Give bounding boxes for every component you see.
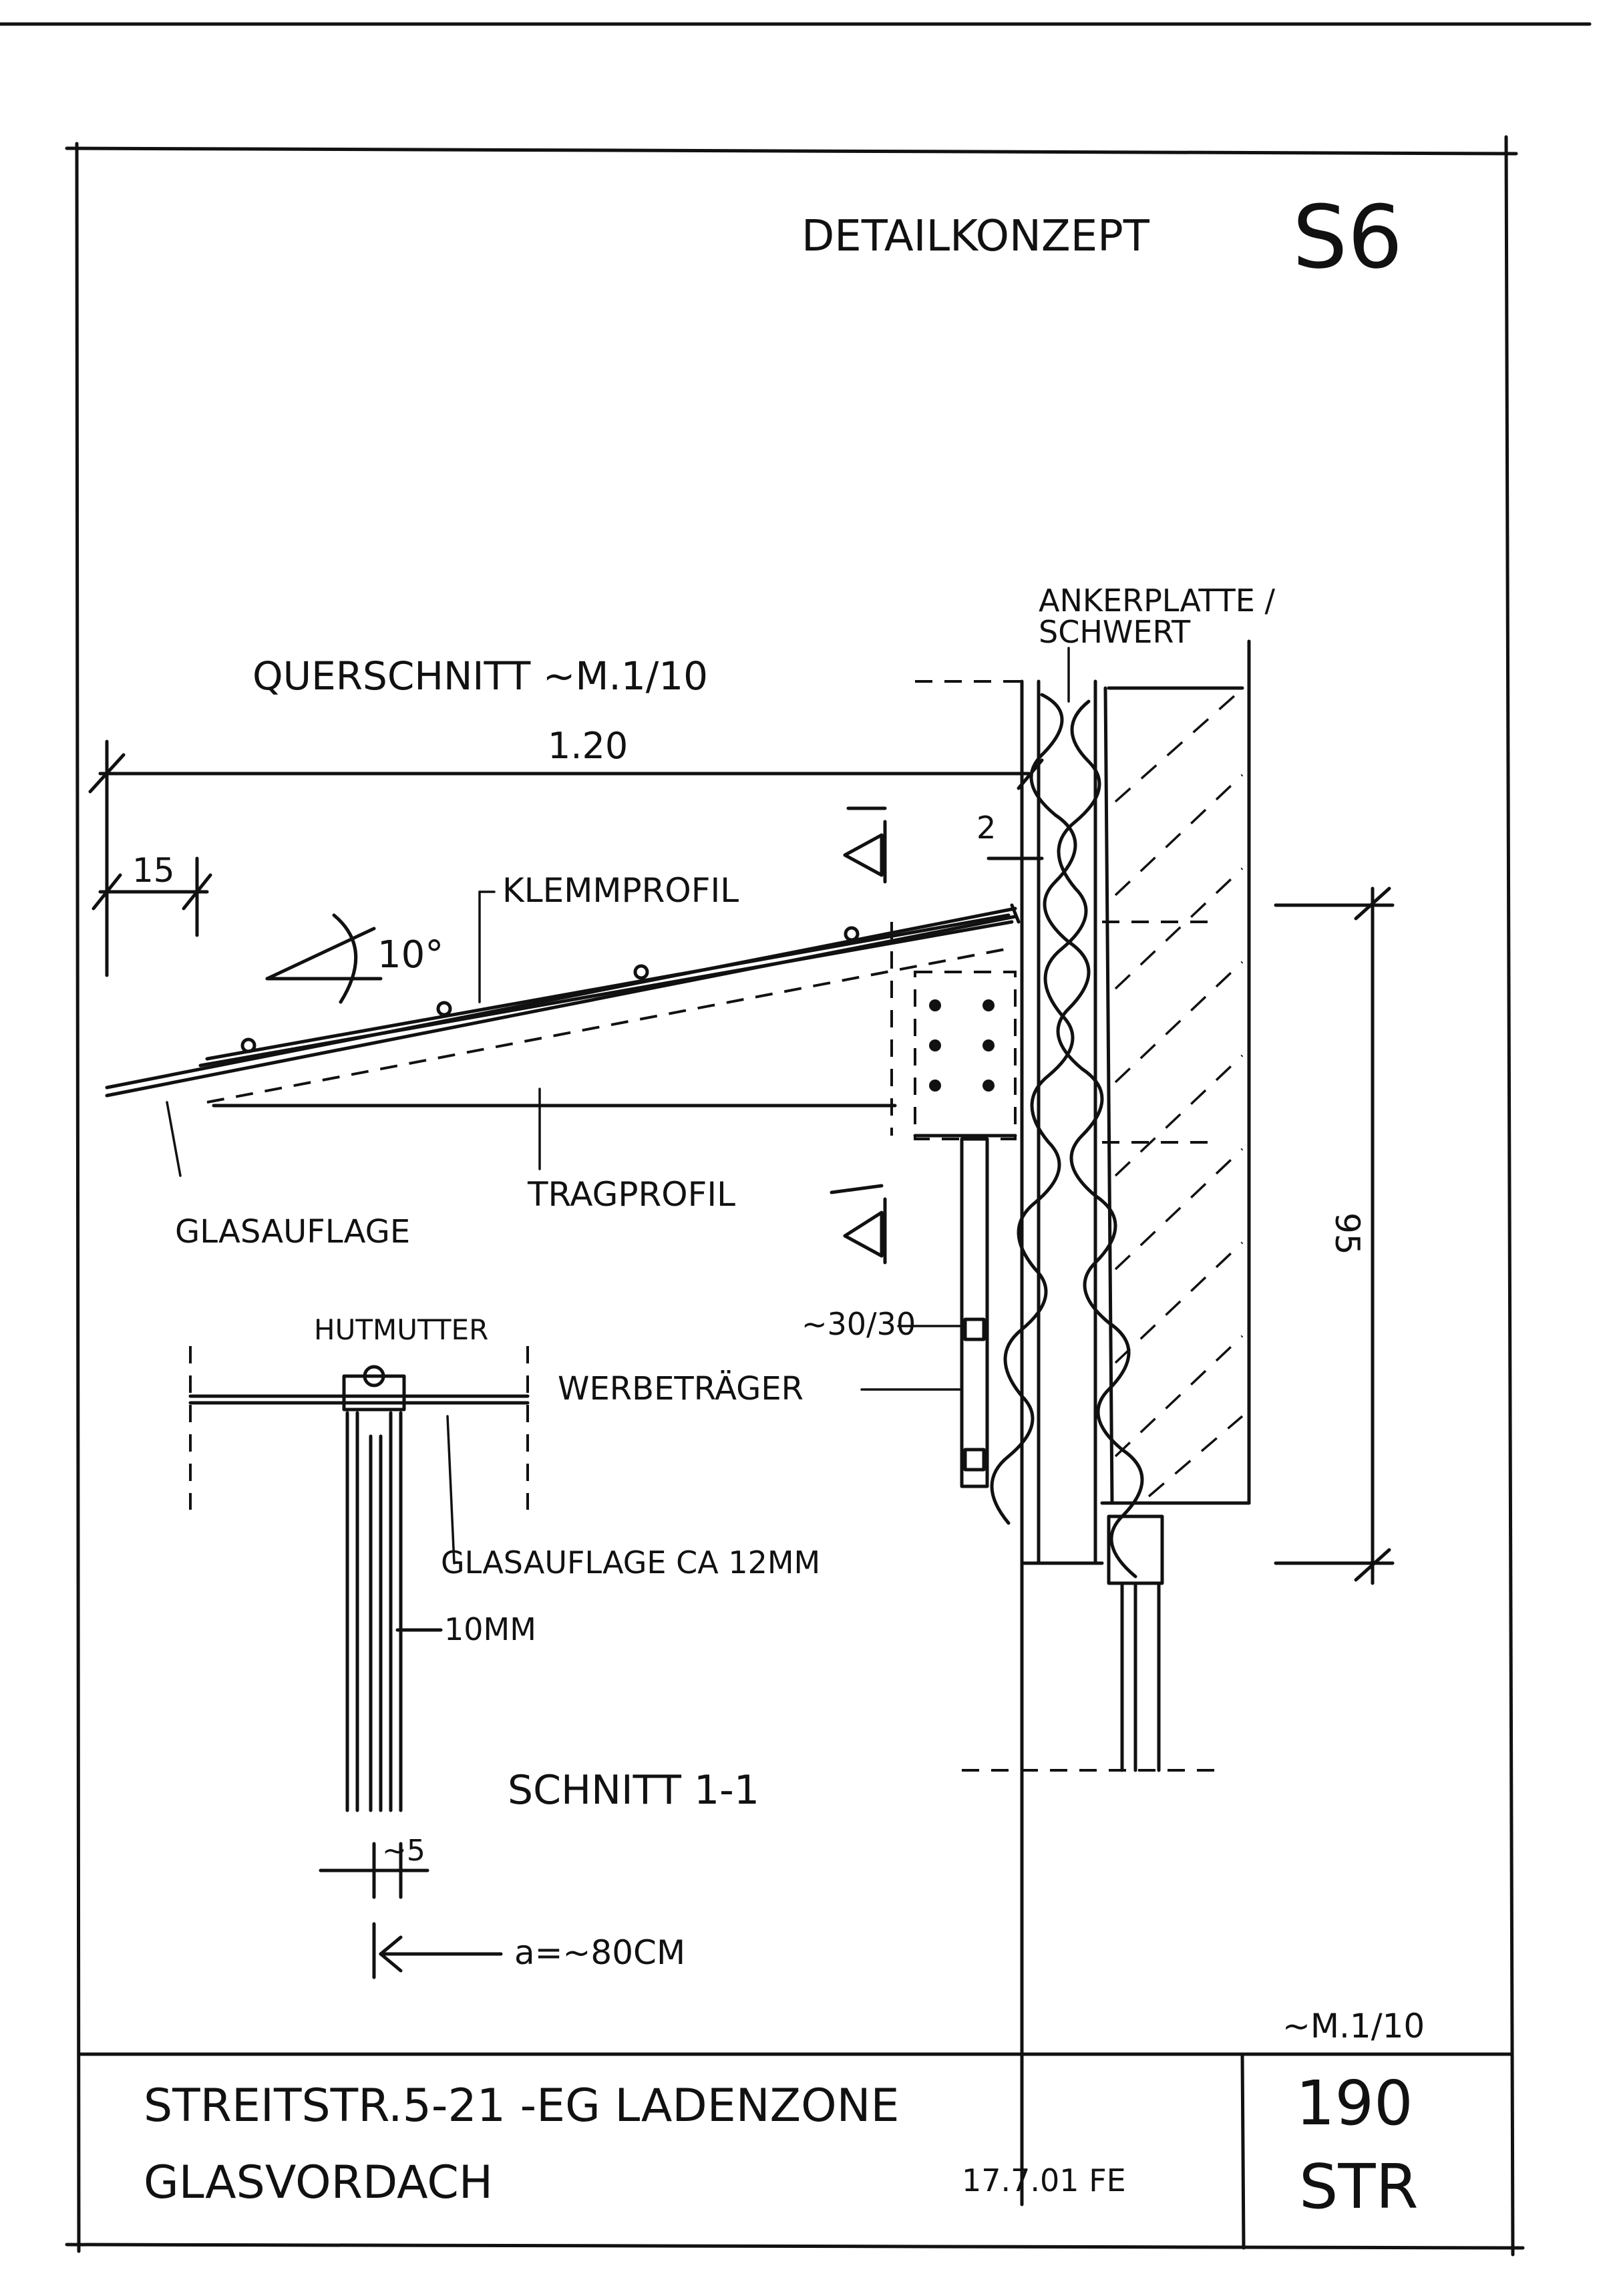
dim-height-label: 95 bbox=[1328, 1212, 1367, 1255]
glasauflage-cut-label: GLASAUFLAGE CA 12MM bbox=[441, 1544, 820, 1581]
schnitt-title: SCHNITT 1-1 bbox=[508, 1767, 759, 1814]
dimension-height bbox=[1274, 886, 1395, 1585]
klemmprofil-label: KLEMMPROFIL bbox=[502, 871, 739, 910]
title-line-2: GLASVORDACH bbox=[144, 2156, 493, 2209]
title-date: 17.7.01 FE bbox=[962, 2162, 1126, 2198]
cut-section-detail bbox=[188, 1346, 530, 1812]
wall-section bbox=[915, 639, 1251, 2206]
clamp-bolts bbox=[240, 926, 860, 1053]
werbetraeger-label: WERBETRÄGER bbox=[558, 1370, 803, 1408]
profile-size-label: ~30/30 bbox=[801, 1306, 916, 1342]
advertising-post bbox=[960, 1137, 989, 1488]
dim-gap-label: 2 bbox=[976, 810, 996, 846]
cut-gap-label: ~5 bbox=[382, 1834, 425, 1868]
section-marker-bottom bbox=[830, 1184, 887, 1265]
cut-gap-dimension bbox=[319, 1842, 429, 1899]
window-frame bbox=[1107, 1514, 1164, 1772]
title-line-1: STREITSTR.5-21 -EG LADENZONE bbox=[144, 2080, 900, 2132]
ankerplatte-label-2: SCHWERT bbox=[1039, 614, 1191, 650]
dim-edge-label: 15 bbox=[132, 851, 175, 890]
glass-canopy bbox=[105, 903, 1021, 1098]
hutmutter-label: HUTMUTTER bbox=[314, 1313, 488, 1346]
thickness-label: 10MM bbox=[444, 1611, 536, 1647]
spacing-label: a=~80CM bbox=[514, 1933, 685, 1972]
sheet-frame bbox=[65, 135, 1525, 2257]
anchor-plate bbox=[913, 971, 1017, 1140]
dimension-edge bbox=[92, 856, 212, 937]
dim-overall-label: 1.20 bbox=[548, 725, 628, 767]
tragprofil-label: TRAGPROFIL bbox=[527, 1175, 735, 1214]
title-block-divider bbox=[1240, 2052, 1246, 2250]
title-scale: ~M.1/10 bbox=[1282, 2007, 1425, 2045]
glasauflage-label: GLASAUFLAGE bbox=[175, 1213, 410, 1251]
ankerplatte-label-1: ANKERPLATTE / bbox=[1039, 583, 1275, 619]
angle-symbol bbox=[265, 913, 383, 1004]
section-marker-top bbox=[843, 806, 887, 884]
glasauflage-leader bbox=[166, 1101, 182, 1177]
sheet-code: S6 bbox=[1292, 186, 1403, 288]
title-number: 190 bbox=[1296, 2068, 1413, 2139]
section-main-title: QUERSCHNITT ~M.1/10 bbox=[252, 653, 708, 699]
tragprofil-dashed bbox=[206, 947, 1009, 1104]
angle-label: 10° bbox=[377, 933, 443, 977]
title-code: STR bbox=[1299, 2151, 1419, 2223]
spacing-dimension bbox=[372, 1922, 503, 1979]
header-title: DETAILKONZEPT bbox=[801, 212, 1150, 261]
